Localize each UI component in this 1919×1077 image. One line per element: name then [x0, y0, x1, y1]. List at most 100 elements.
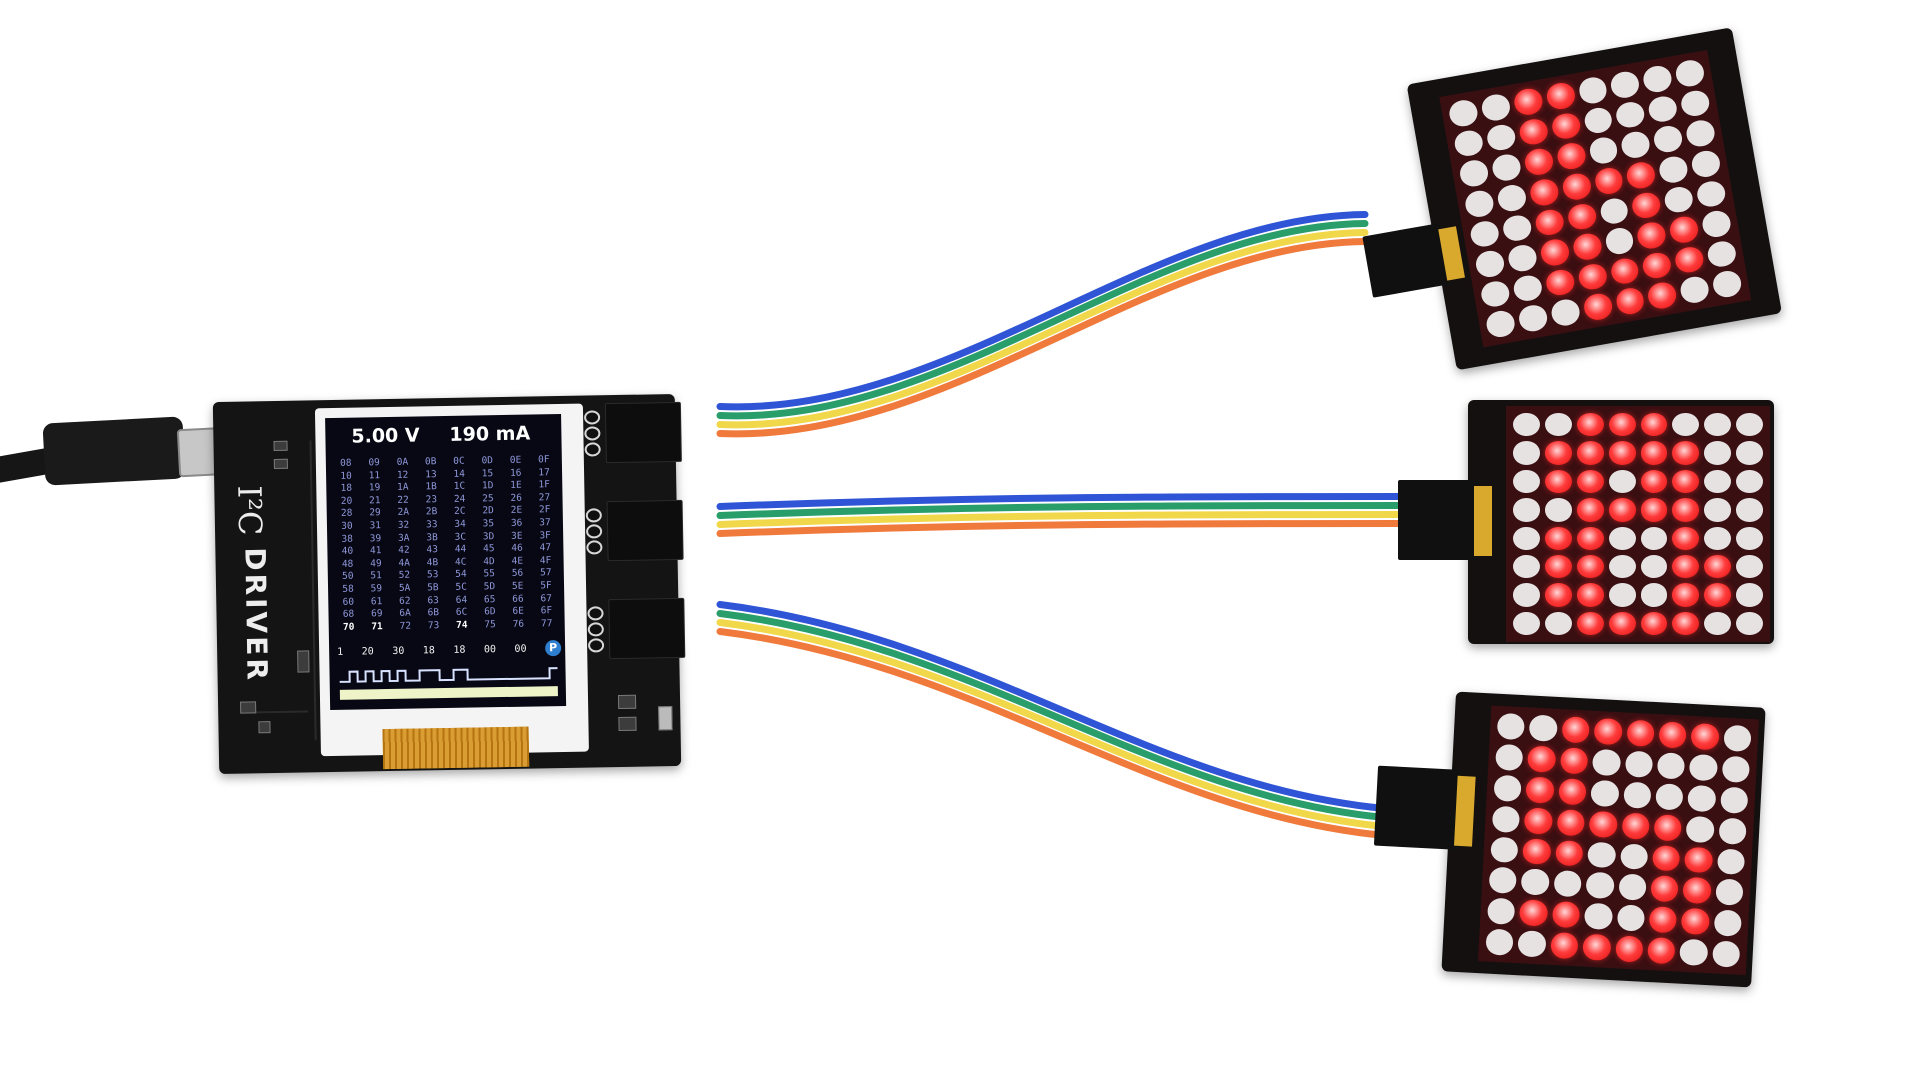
address-cell: 28 — [340, 508, 353, 520]
address-cell: 42 — [398, 544, 410, 557]
jumper-wire — [716, 520, 1409, 537]
address-cell: 0D — [481, 455, 494, 467]
address-cell: 46 — [511, 542, 523, 555]
led-off — [1452, 128, 1485, 159]
jumper-wire — [716, 211, 1369, 411]
led-off — [1736, 469, 1763, 494]
address-cell: 3D — [482, 530, 495, 542]
led-on — [1581, 292, 1614, 323]
led-on — [1544, 441, 1572, 465]
led-on — [1614, 286, 1647, 317]
led-on — [1672, 441, 1700, 465]
led-on — [1614, 935, 1644, 963]
led-on — [1560, 171, 1593, 202]
address-cell: 5A — [398, 582, 411, 594]
led-on — [1672, 498, 1700, 522]
led-on — [1571, 231, 1604, 262]
trace-label: 00 — [483, 643, 497, 655]
led-off — [1511, 273, 1544, 304]
i2c-logo: I²C DRIVER — [228, 485, 273, 716]
led-on — [1524, 806, 1553, 835]
led-on — [1576, 554, 1604, 579]
address-cell: 75 — [484, 618, 496, 631]
led-off — [1640, 554, 1668, 579]
led-on — [1682, 877, 1712, 905]
led-off — [1491, 805, 1521, 833]
led-on — [1690, 722, 1720, 751]
address-cell: 47 — [539, 542, 552, 554]
address-cell: 56 — [511, 568, 524, 580]
trace-label: 1 — [337, 646, 344, 658]
address-cell: 4D — [483, 555, 495, 568]
led-off — [1590, 779, 1620, 807]
address-cell: 15 — [481, 467, 494, 479]
address-cell: 43 — [426, 544, 439, 556]
led-on — [1544, 469, 1572, 494]
led-off — [1592, 748, 1621, 776]
trace-label: 18 — [453, 644, 466, 656]
address-cell: 6E — [512, 605, 524, 617]
address-cell: 5F — [540, 580, 552, 592]
led-off — [1640, 583, 1668, 607]
led-on — [1608, 256, 1641, 287]
led-off — [1736, 611, 1763, 635]
address-cell: 73 — [427, 619, 440, 632]
address-cell: 39 — [369, 532, 382, 544]
display-flex-cable — [382, 726, 530, 770]
led-off — [1553, 870, 1582, 898]
led-off — [1485, 928, 1515, 956]
address-cell: 60 — [342, 596, 355, 608]
address-cell: 32 — [397, 519, 410, 531]
led-on — [1625, 159, 1658, 191]
address-cell: 24 — [453, 493, 466, 505]
led-off — [1513, 554, 1540, 579]
address-cell: 1F — [538, 479, 551, 491]
address-cell: 3E — [511, 530, 523, 542]
led-on — [1517, 116, 1550, 147]
led-on — [1556, 808, 1586, 836]
address-cell: 70 — [342, 621, 355, 633]
led-on — [1640, 413, 1668, 437]
led-on — [1640, 611, 1668, 635]
address-cell: 34 — [454, 518, 466, 530]
address-cell: 6D — [484, 606, 496, 618]
address-cell: 6C — [455, 606, 468, 618]
jumper-wire — [716, 619, 1389, 830]
led-on — [1630, 190, 1663, 221]
led-off — [1544, 413, 1572, 437]
led-on — [1640, 498, 1668, 522]
address-cell: 1E — [510, 479, 522, 492]
led-on — [1704, 554, 1732, 579]
led-on — [1544, 80, 1577, 111]
led-on — [1550, 932, 1579, 960]
led-on — [1641, 250, 1674, 281]
jumper-wire — [716, 610, 1389, 821]
address-cell: 49 — [370, 557, 382, 570]
led-off — [1646, 93, 1679, 125]
address-cell: 35 — [482, 518, 495, 530]
led-off — [1513, 583, 1540, 607]
led-off — [1473, 248, 1506, 279]
led-off — [1679, 938, 1709, 967]
led-off — [1616, 904, 1645, 932]
led-on — [1608, 413, 1636, 437]
led-on — [1608, 498, 1636, 522]
led-off — [1468, 218, 1501, 249]
address-cell: 0C — [453, 455, 465, 467]
led-off — [1705, 239, 1738, 270]
address-cell: 4C — [454, 556, 467, 568]
led-off — [1585, 872, 1615, 900]
led-on — [1635, 220, 1668, 251]
led-off — [1614, 99, 1647, 130]
led-matrix-top — [1362, 24, 1804, 380]
led-off — [1718, 817, 1747, 845]
address-cell: 1D — [481, 480, 494, 492]
led-off — [1624, 750, 1654, 778]
address-cell: 63 — [427, 594, 439, 606]
led-on — [1640, 441, 1668, 465]
led-on — [1651, 844, 1681, 872]
